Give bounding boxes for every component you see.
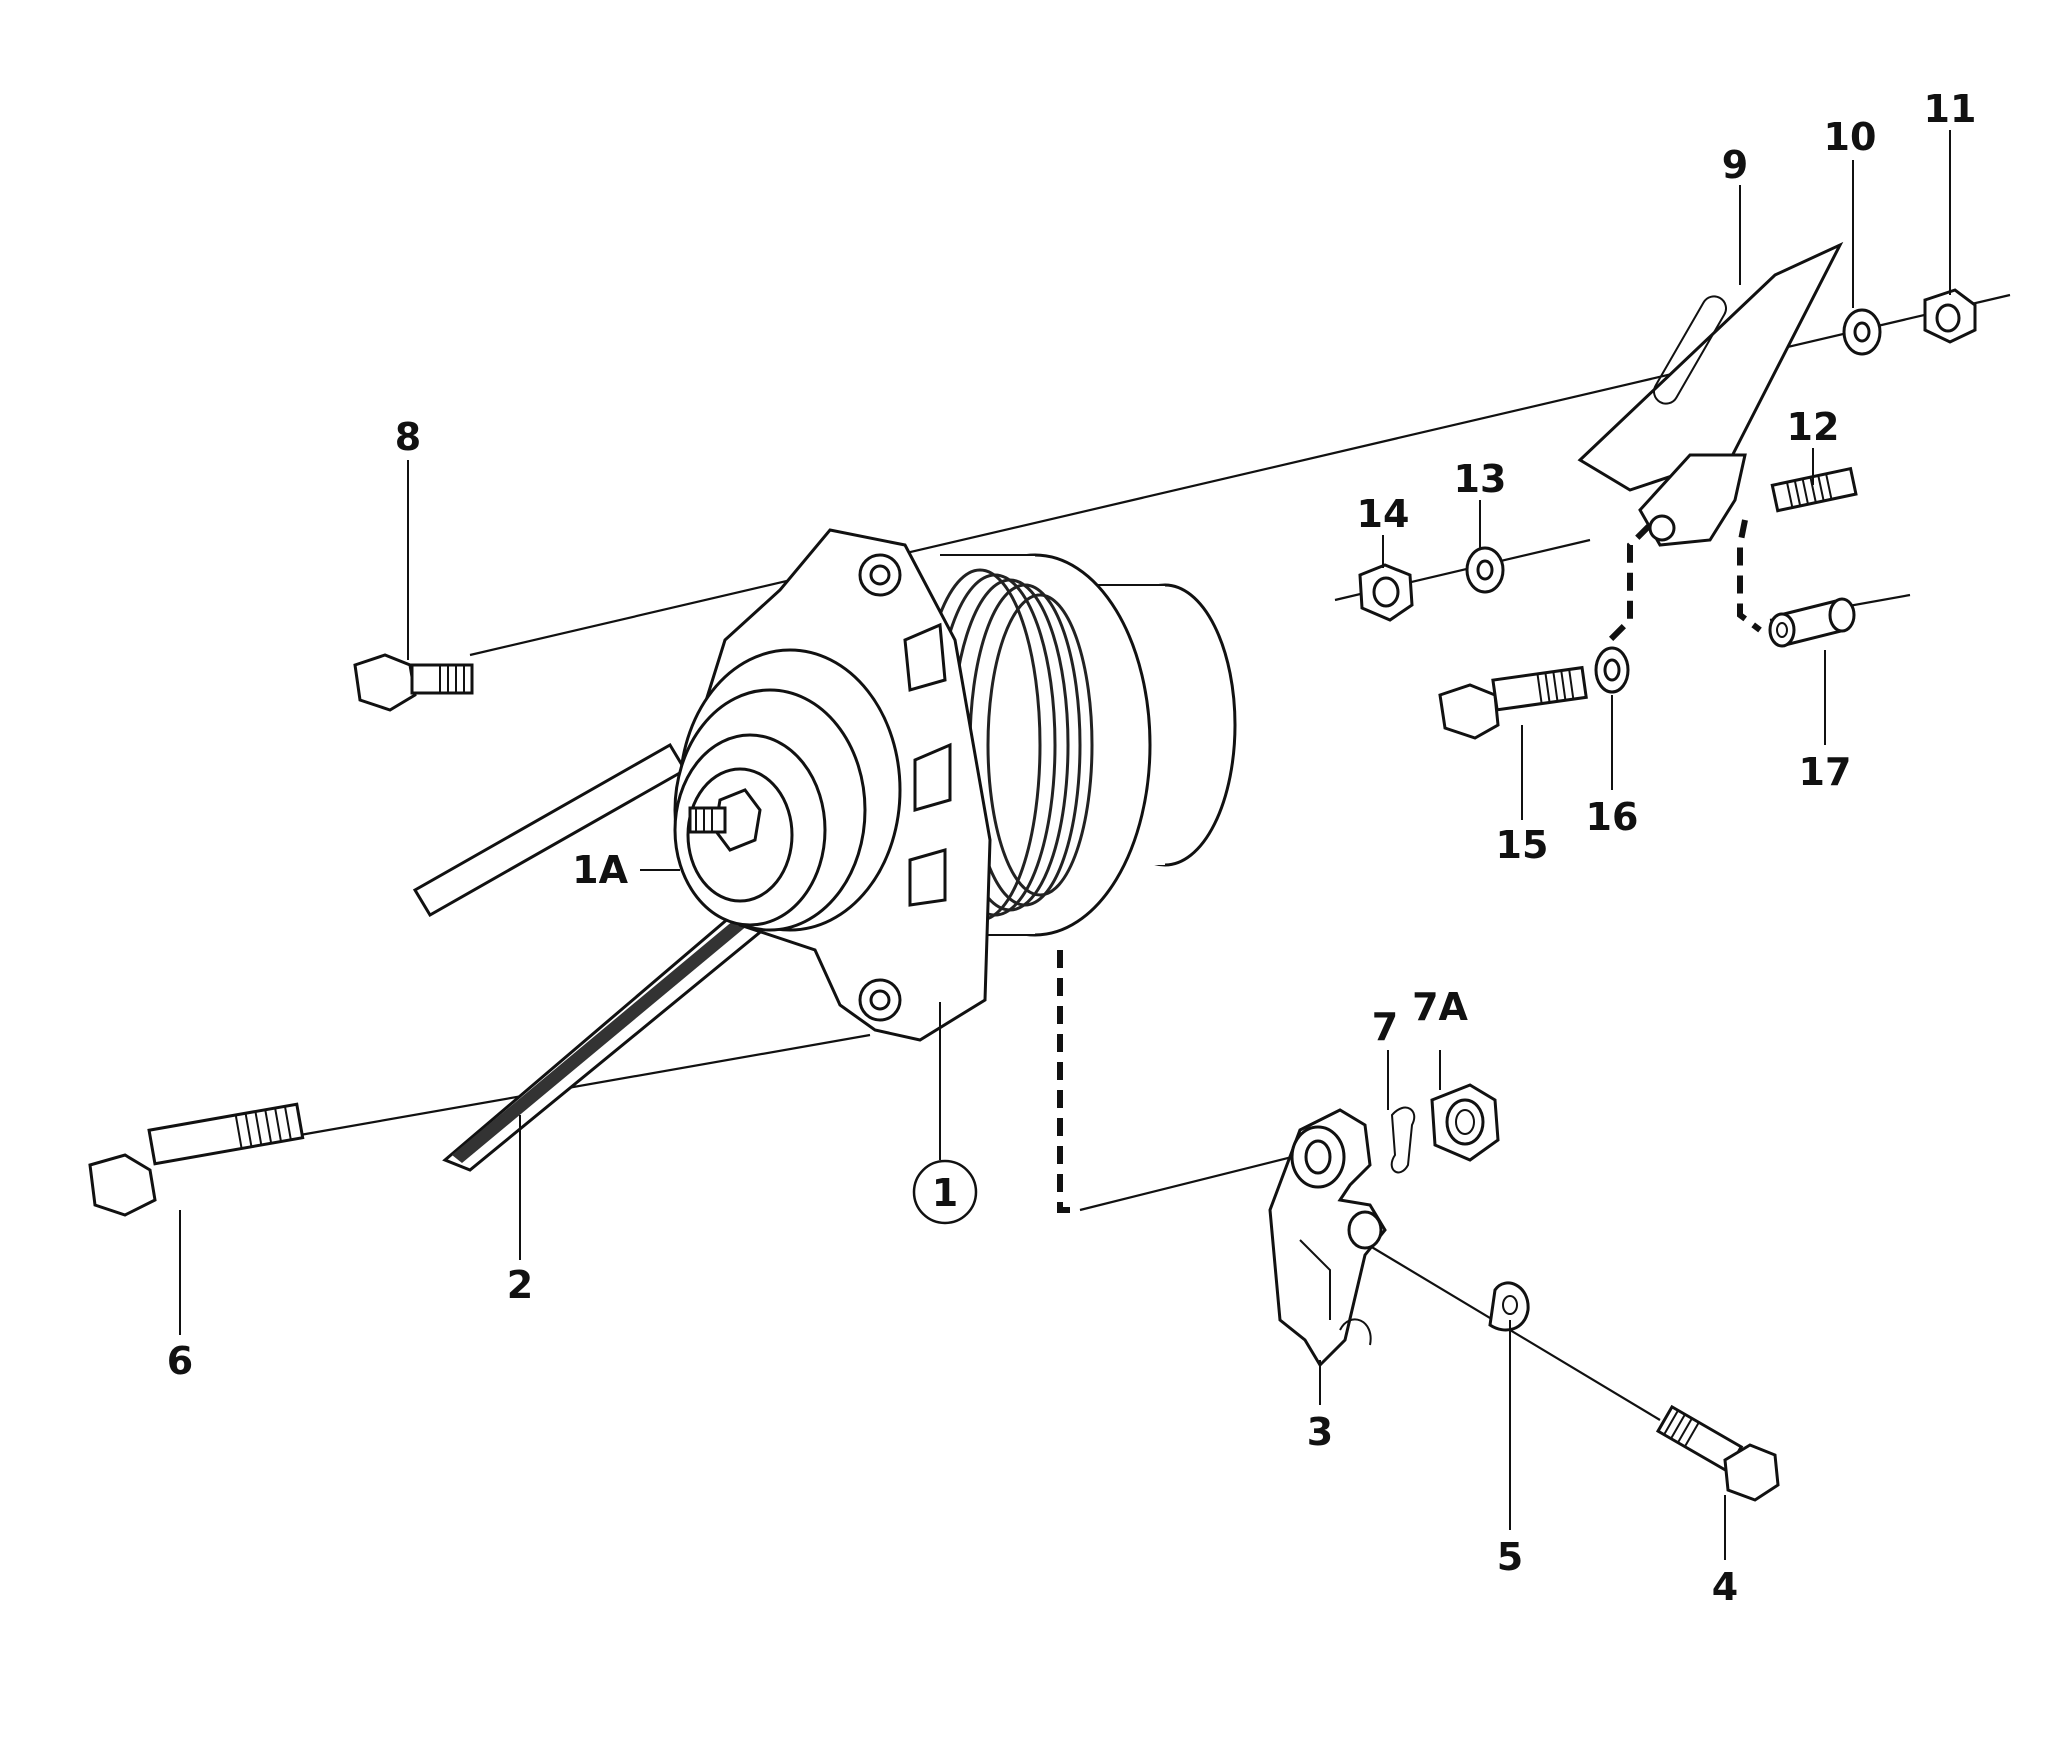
washer-16: [1594, 646, 1630, 694]
washer-10: [1842, 308, 1882, 356]
callout-1a: 1A: [572, 848, 628, 892]
drive-belt: [412, 742, 778, 1172]
callout-3: 3: [1307, 1410, 1333, 1454]
callout-8: 8: [395, 415, 421, 459]
lock-washer-7: [1390, 1106, 1416, 1174]
callout-13: 13: [1454, 457, 1507, 501]
adjusting-bracket-9: [1577, 241, 1844, 547]
callout-7a: 7A: [1412, 985, 1468, 1029]
nut-14: [1358, 563, 1414, 622]
callout-6: 6: [167, 1339, 193, 1383]
nut-7a: [1430, 1083, 1500, 1162]
callout-12: 12: [1787, 405, 1840, 449]
bolt-15: [1438, 665, 1588, 740]
callout-9: 9: [1722, 143, 1748, 187]
leader-lines: [179, 130, 1951, 1560]
mounting-bracket-3: [1268, 1108, 1387, 1368]
callout-1: 1: [932, 1171, 958, 1215]
nut-11: [1923, 288, 1977, 344]
bolt-4: [1655, 1404, 1780, 1502]
callout-4: 4: [1712, 1565, 1738, 1609]
callout-15: 15: [1496, 823, 1549, 867]
callout-7: 7: [1372, 1005, 1398, 1049]
callout-2: 2: [507, 1263, 533, 1307]
callout-11: 11: [1924, 87, 1977, 131]
callout-17: 17: [1799, 750, 1852, 794]
stud-12: [1770, 466, 1858, 513]
spacer-17: [1768, 597, 1856, 648]
callout-5: 5: [1497, 1535, 1523, 1579]
callout-labels: 1 1A 2 3 4 5 6 7 7A 8 9 10 11 12 13 14 1…: [167, 87, 1977, 1609]
washer-13: [1465, 546, 1505, 594]
callout-10: 10: [1824, 115, 1877, 159]
bolt-6: [88, 1102, 305, 1217]
alternator: [673, 528, 1237, 1042]
callout-14: 14: [1357, 492, 1410, 536]
cooling-fins: [903, 622, 952, 907]
bolt-8: [353, 653, 474, 712]
washer-5: [1488, 1281, 1530, 1332]
callout-1-circle: [912, 1159, 978, 1225]
dashed-connection-lines: [1057, 519, 1762, 1213]
callout-16: 16: [1586, 795, 1639, 839]
